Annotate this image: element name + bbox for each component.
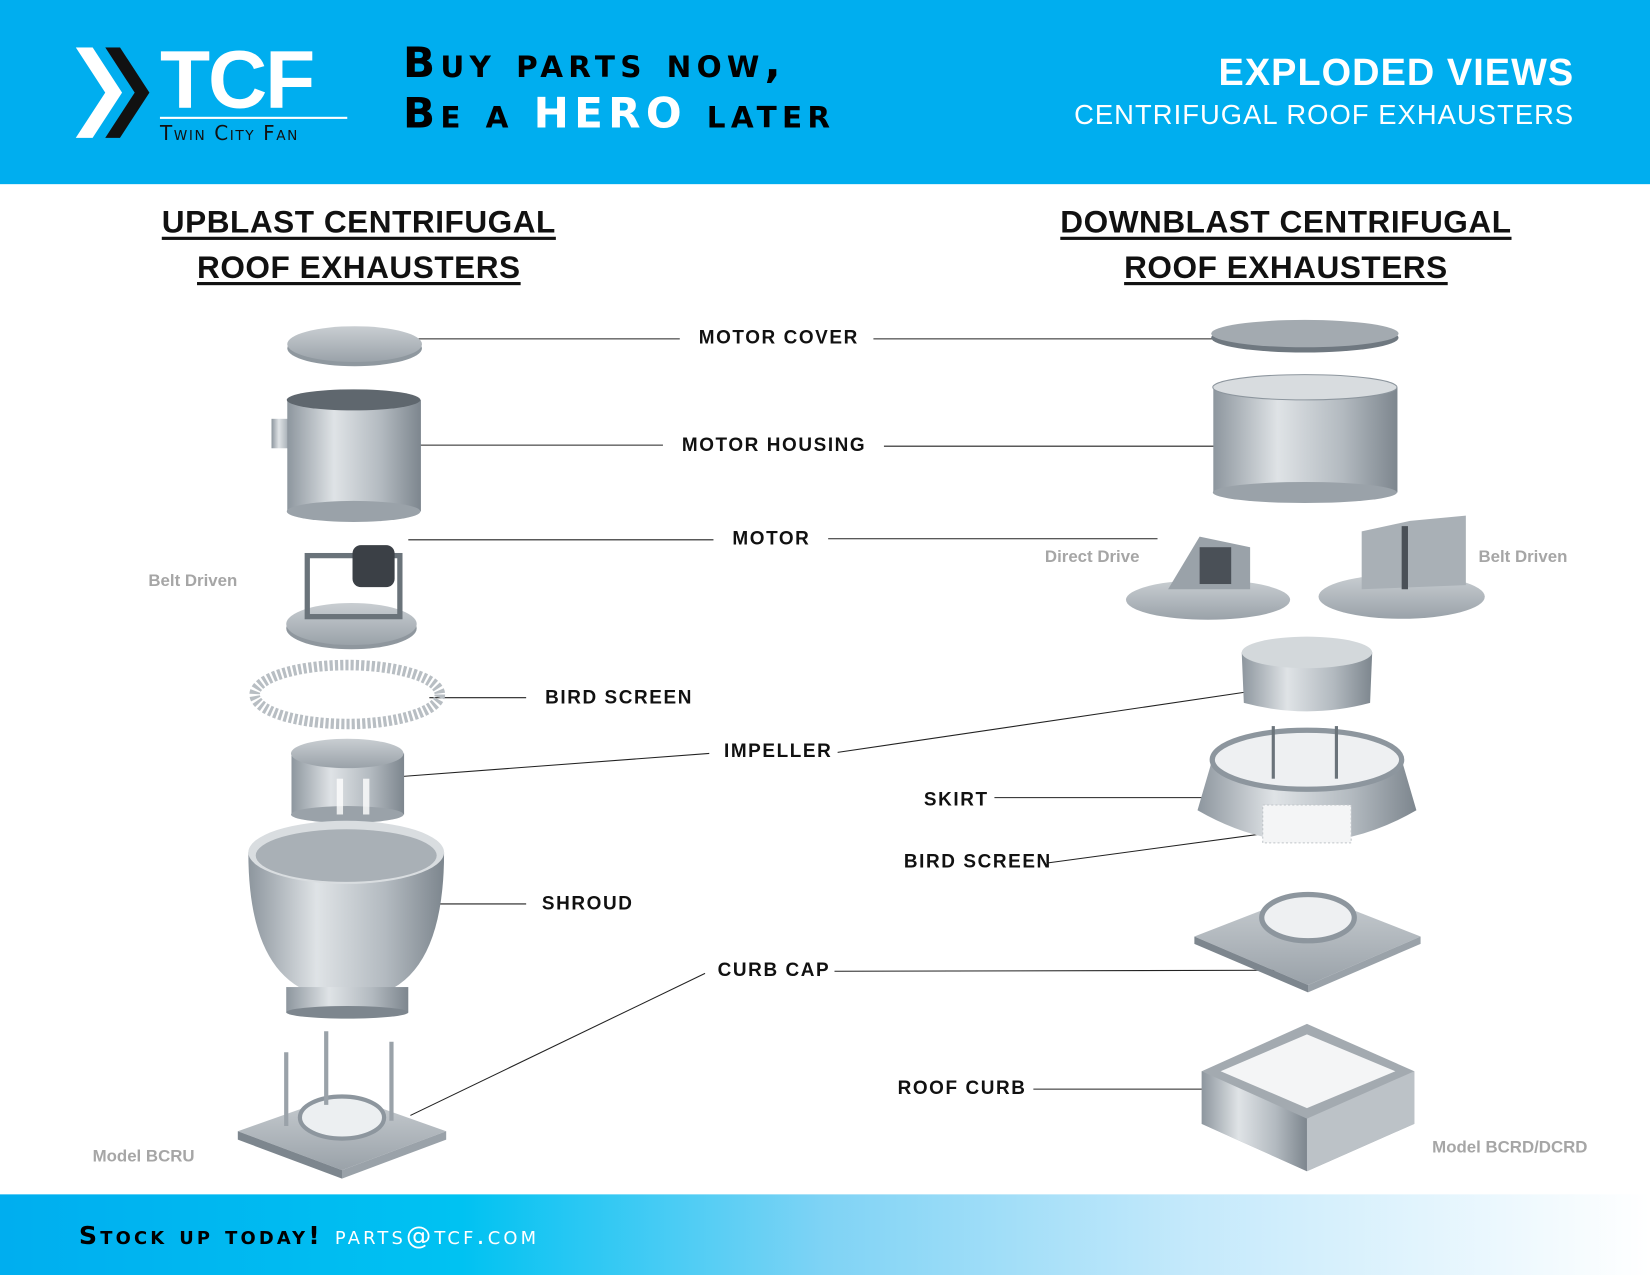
label-roof-curb: ROOF CURB bbox=[897, 1077, 1027, 1099]
up-motor bbox=[286, 545, 417, 650]
tagline-post: later bbox=[686, 89, 836, 138]
upblast-title-line2: ROOF EXHAUSTERS bbox=[197, 250, 521, 286]
tagline-hero: HERO bbox=[533, 89, 687, 138]
note-down-belt-driven: Belt Driven bbox=[1478, 548, 1568, 567]
page-subtitle: CENTRIFUGAL ROOF EXHAUSTERS bbox=[1074, 98, 1575, 131]
tagline-line2: Be a HERO later bbox=[403, 93, 835, 135]
page-title: EXPLODED VIEWS bbox=[1218, 50, 1575, 94]
down-roof-curb bbox=[1201, 1023, 1415, 1172]
logo-company-name: Twin City Fan bbox=[159, 122, 300, 146]
down-impeller bbox=[1241, 636, 1373, 712]
up-motor-housing bbox=[271, 389, 421, 522]
footer-cta: Stock up today! parts@tcf.com bbox=[79, 1221, 539, 1250]
up-bird-screen bbox=[249, 659, 446, 730]
label-shroud: SHROUD bbox=[541, 892, 634, 914]
tagline-line1: Buy parts now, bbox=[403, 38, 786, 88]
label-bird-screen-right: BIRD SCREEN bbox=[903, 850, 1052, 872]
footer-cta-text: Stock up today! bbox=[78, 1220, 323, 1251]
model-upblast: Model BCRU bbox=[92, 1148, 195, 1166]
footer-email-link[interactable]: parts@tcf.com bbox=[334, 1220, 540, 1251]
label-motor-housing: MOTOR HOUSING bbox=[681, 434, 867, 456]
label-bird-screen-left: BIRD SCREEN bbox=[545, 686, 693, 708]
label-curb-cap: CURB CAP bbox=[717, 959, 831, 981]
down-motor-housing bbox=[1212, 374, 1398, 503]
tagline-pre: Be a bbox=[403, 89, 534, 138]
up-curb-cap bbox=[237, 1031, 447, 1179]
downblast-title-line1: DOWNBLAST CENTRIFUGAL bbox=[1060, 205, 1512, 240]
down-motor-cover bbox=[1211, 319, 1399, 353]
upblast-title-line1: UPBLAST CENTRIFUGAL bbox=[161, 205, 556, 240]
logo-divider bbox=[159, 116, 348, 119]
header-banner: TCF Twin City Fan Buy parts now, Be a HE… bbox=[0, 0, 1650, 185]
note-direct-drive: Direct Drive bbox=[1044, 548, 1140, 567]
up-impeller bbox=[290, 738, 405, 823]
down-curb-cap bbox=[1194, 891, 1421, 993]
model-downblast: Model BCRD/DCRD bbox=[1432, 1138, 1588, 1157]
footer-banner bbox=[0, 1194, 1650, 1275]
label-motor-cover: MOTOR COVER bbox=[698, 326, 859, 348]
downblast-title: DOWNBLAST CENTRIFUGAL ROOF EXHAUSTERS bbox=[1054, 200, 1517, 290]
leader-lines bbox=[380, 338, 1297, 1116]
downblast-title-line2: ROOF EXHAUSTERS bbox=[1124, 250, 1448, 286]
chevron-logo-icon bbox=[75, 47, 150, 138]
up-motor-cover bbox=[287, 326, 422, 367]
note-up-belt-driven: Belt Driven bbox=[148, 572, 238, 591]
label-skirt: SKIRT bbox=[923, 788, 989, 810]
down-motor-direct bbox=[1125, 536, 1291, 620]
down-skirt bbox=[1197, 726, 1417, 844]
label-impeller: IMPELLER bbox=[723, 740, 833, 762]
up-shroud bbox=[248, 820, 445, 1019]
upblast-title: UPBLAST CENTRIFUGAL ROOF EXHAUSTERS bbox=[148, 200, 569, 290]
logo-brand: TCF bbox=[159, 32, 315, 126]
down-motor-belt bbox=[1318, 515, 1485, 619]
label-motor: MOTOR bbox=[732, 527, 811, 549]
